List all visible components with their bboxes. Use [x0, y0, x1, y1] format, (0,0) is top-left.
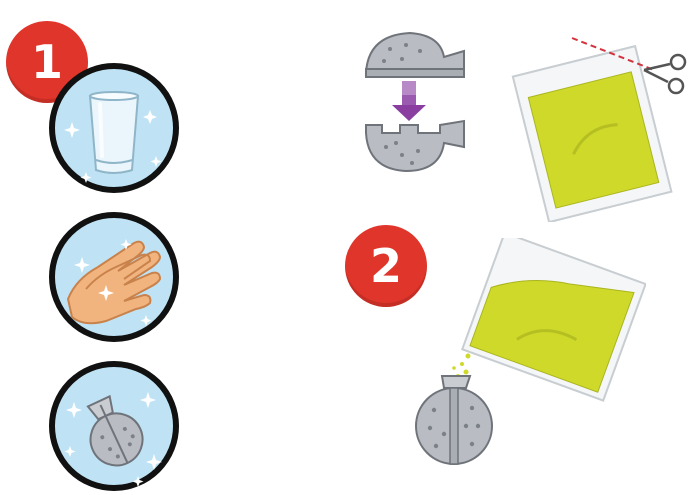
clean-hands-icon	[46, 209, 182, 345]
clean-glass-icon	[46, 60, 182, 196]
clean-infuser-icon	[46, 358, 182, 494]
pour-into-infuser-icon	[406, 238, 646, 490]
open-infuser-icon	[360, 25, 472, 175]
step-2-number: 2	[370, 239, 402, 293]
cut-bag-icon	[508, 30, 692, 222]
